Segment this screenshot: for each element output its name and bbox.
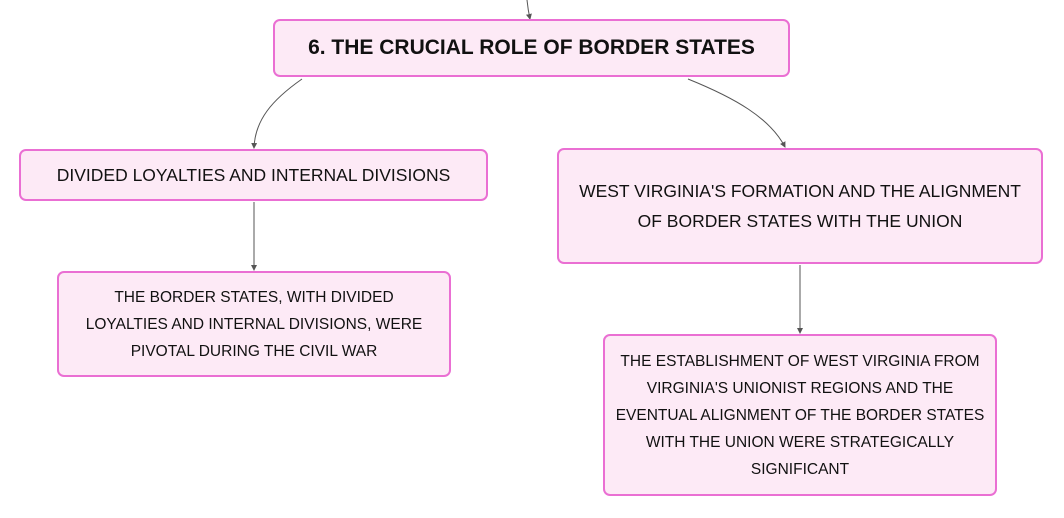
subtopic-label: WEST VIRGINIA'S FORMATION AND THE ALIGNM… [579, 181, 1021, 231]
detail-text: THE BORDER STATES, WITH DIVIDED LOYALTIE… [85, 288, 423, 360]
root-topic-node[interactable]: 6. THE CRUCIAL ROLE OF BORDER STATES [273, 19, 790, 77]
root-topic-label: 6. THE CRUCIAL ROLE OF BORDER STATES [308, 36, 755, 59]
connector-root-to-right-branch [687, 78, 786, 148]
detail-text: THE ESTABLISHMENT OF WEST VIRGINIA FROM … [615, 352, 985, 478]
subtopic-label: DIVIDED LOYALTIES AND INTERNAL DIVISIONS [56, 164, 451, 185]
subtopic-node-divided-loyalties[interactable]: DIVIDED LOYALTIES AND INTERNAL DIVISIONS [19, 149, 488, 201]
detail-node-west-virginia[interactable]: THE ESTABLISHMENT OF WEST VIRGINIA FROM … [603, 334, 997, 496]
subtopic-node-west-virginia[interactable]: WEST VIRGINIA'S FORMATION AND THE ALIGNM… [557, 148, 1043, 264]
connector-parent-to-root [525, 0, 532, 20]
connector-root-to-left-branch [251, 78, 303, 149]
detail-node-divided-loyalties[interactable]: THE BORDER STATES, WITH DIVIDED LOYALTIE… [57, 271, 451, 377]
